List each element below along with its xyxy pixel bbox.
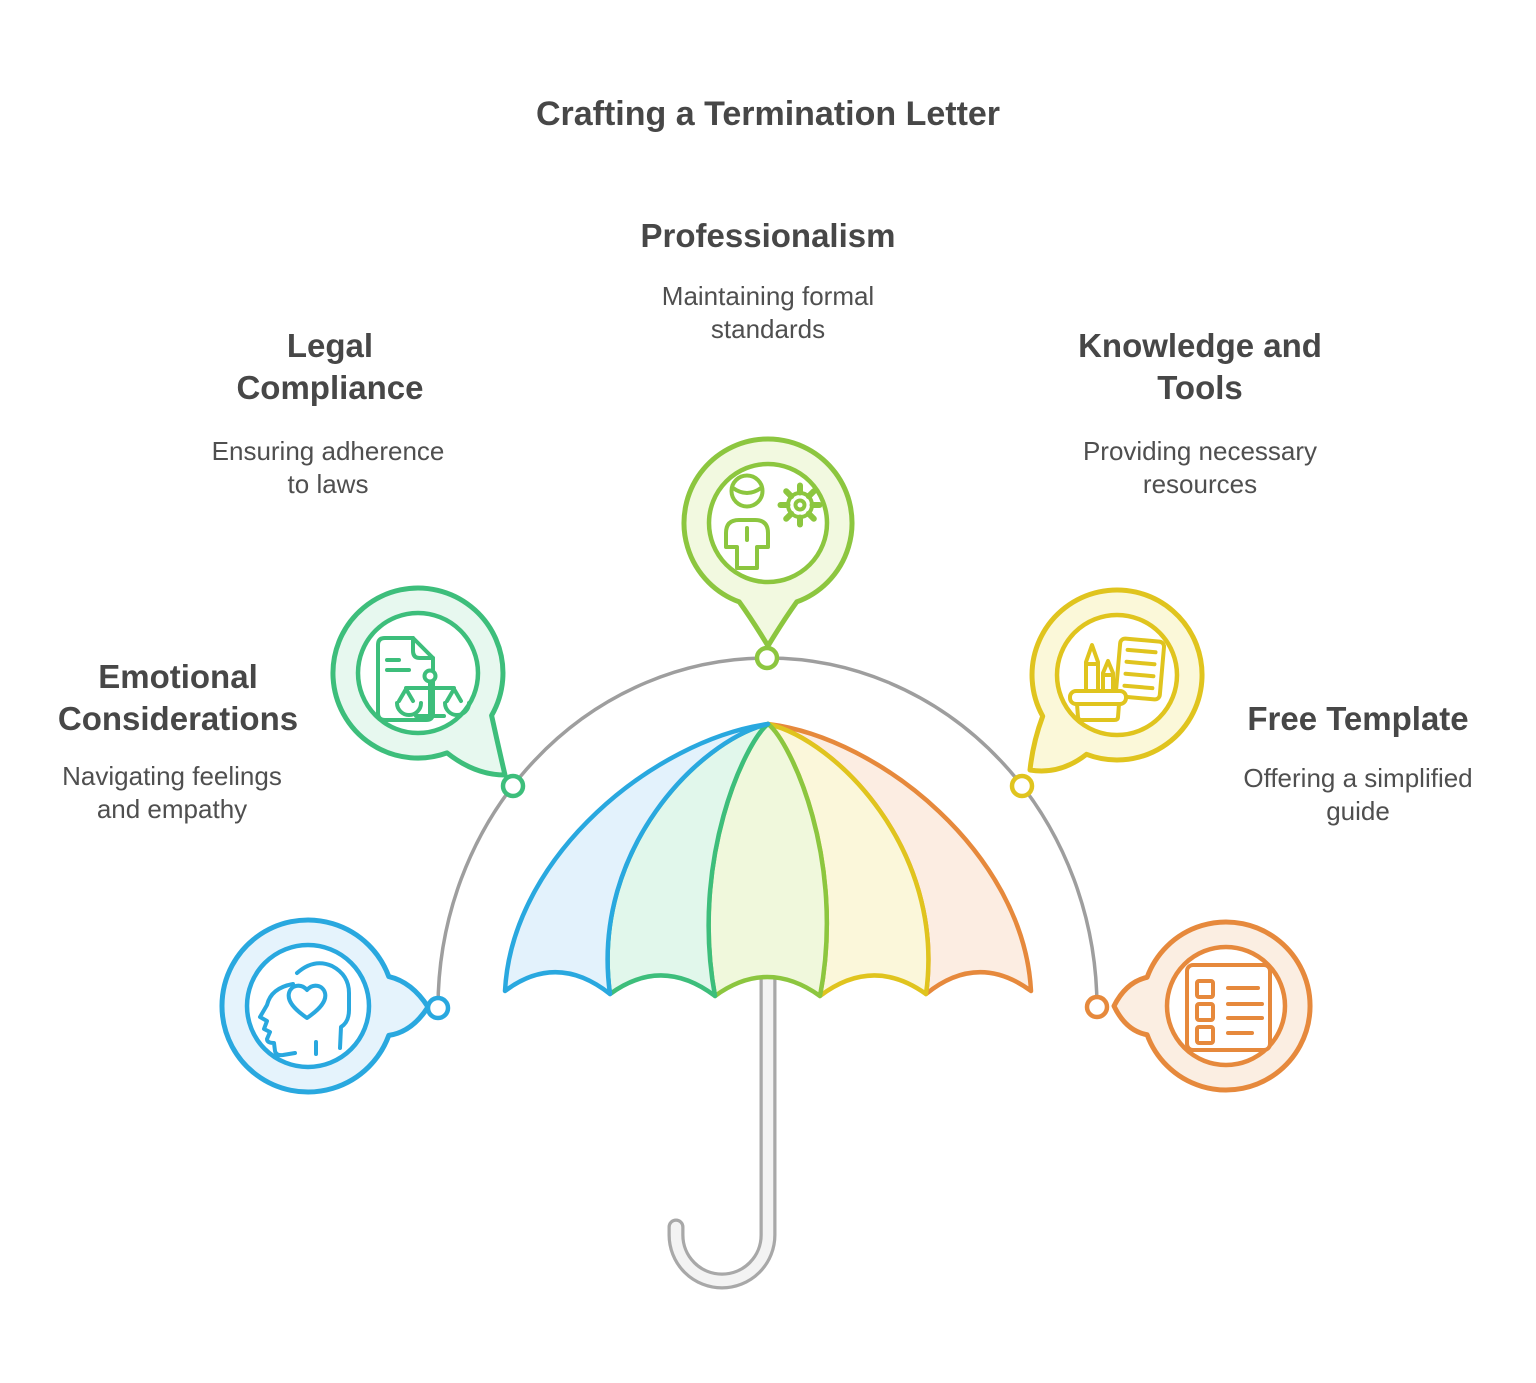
arc-nodes: [425, 645, 1110, 1021]
section-heading-free-template: Free Template: [1247, 700, 1469, 737]
node-knowledge: [1009, 773, 1035, 799]
node-template: [1084, 994, 1110, 1020]
section-description-free-template: Offering a simplified guide: [1243, 763, 1473, 826]
node-emotional: [425, 995, 451, 1021]
section-heading-knowledge-and-tools: Knowledge and Tools: [1078, 327, 1322, 406]
knowledge-tools-bubble: [1027, 587, 1205, 774]
legal-compliance-bubble: [330, 585, 508, 778]
umbrella-gore-blue: [502, 721, 771, 997]
section-heading-professionalism: Professionalism: [640, 217, 896, 254]
section-heading-legal-compliance: Legal Compliance: [236, 327, 424, 406]
checklist-icon: [1185, 963, 1272, 1052]
section-description-legal-compliance: Ensuring adherence to laws: [211, 436, 445, 499]
section-heading-emotional-considerations: Emotional Considerations: [57, 658, 299, 737]
section-description-emotional-considerations: Navigating feelings and empathy: [62, 761, 282, 824]
document-scales-icon: [376, 636, 471, 722]
page-title: Crafting a Termination Letter: [535, 95, 1001, 133]
person-gear-icon: [724, 473, 823, 570]
section-description-professionalism: Maintaining formal standards: [661, 281, 875, 344]
heads-heart-icon: [258, 961, 351, 1058]
free-template-bubble: [1111, 919, 1313, 1093]
emotional-considerations-bubble: [219, 917, 431, 1095]
section-description-knowledge-and-tools: Providing necessary resources: [1082, 436, 1318, 499]
node-professionalism: [754, 645, 780, 671]
professionalism-bubble: [681, 436, 855, 649]
node-legal: [500, 773, 526, 799]
tools-document-icon: [1068, 636, 1167, 722]
umbrella-canopy: [502, 721, 1034, 999]
umbrella-pole: [667, 969, 777, 1290]
